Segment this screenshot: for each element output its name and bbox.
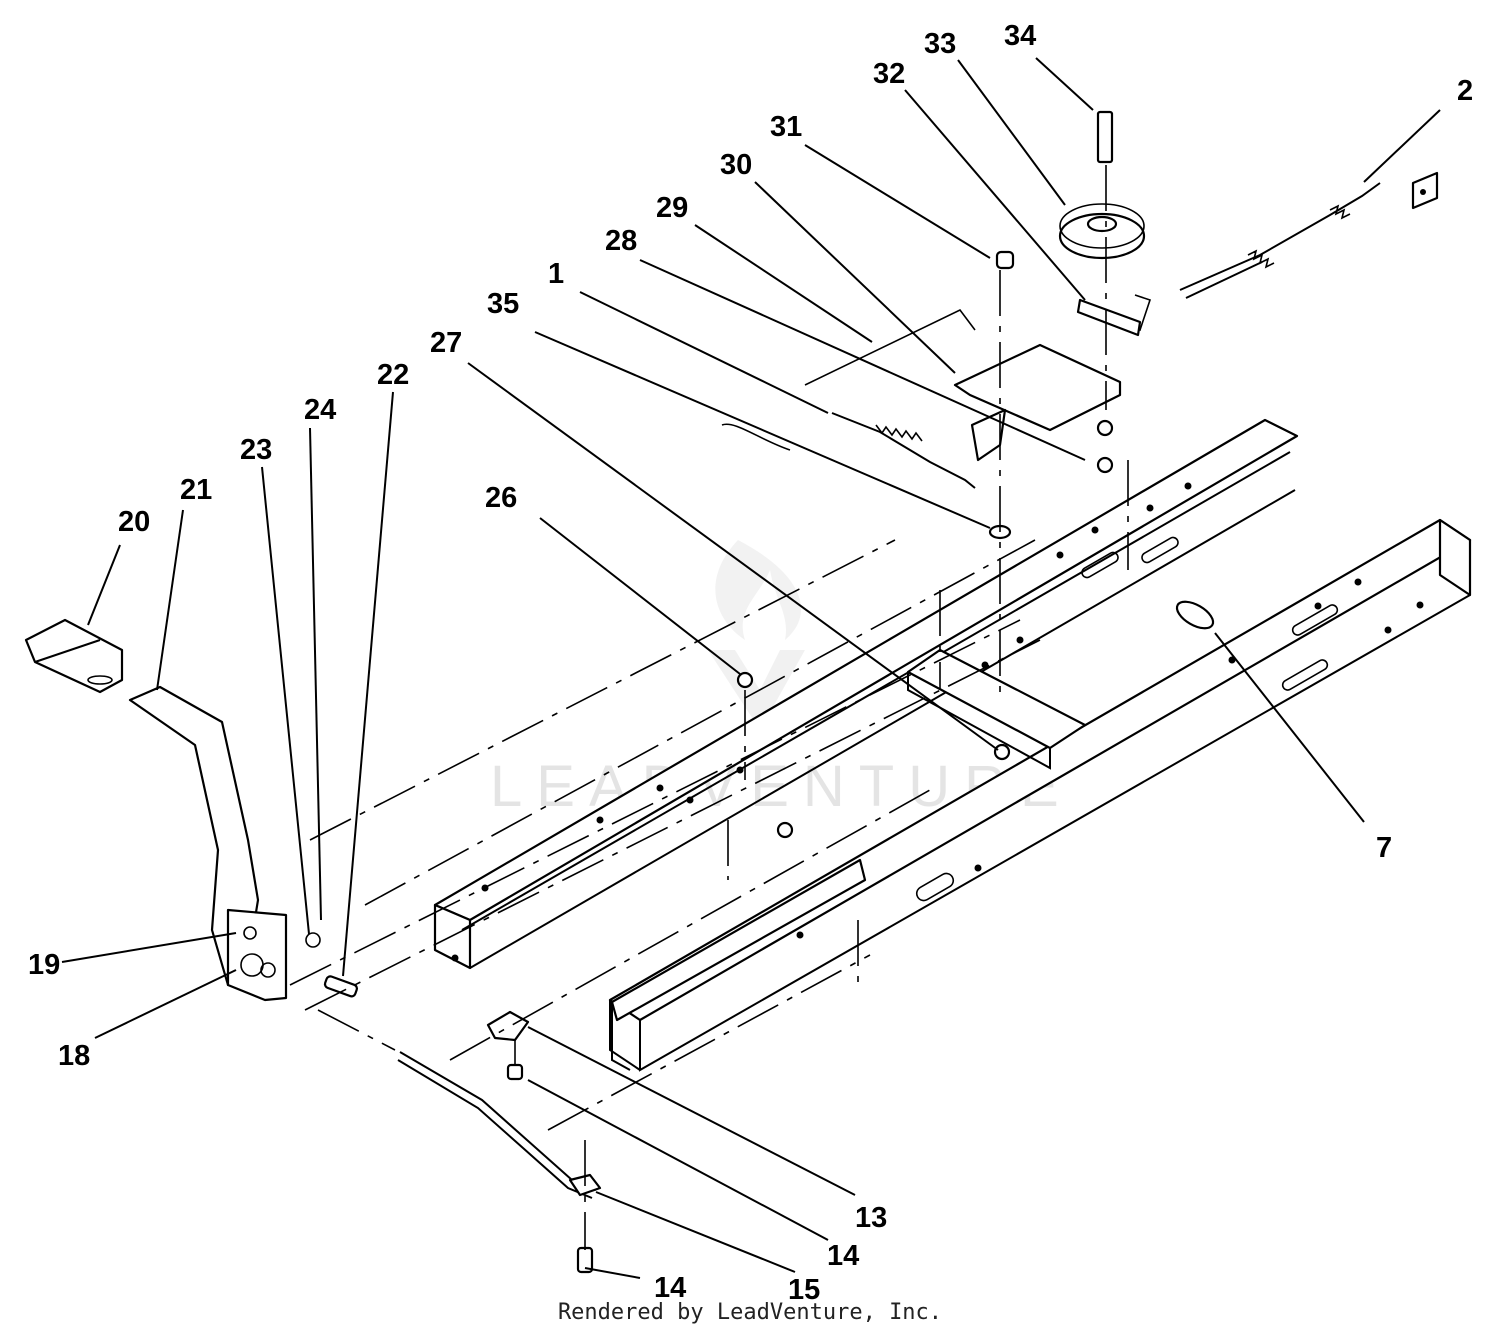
- nuts-28: [776, 419, 1114, 839]
- callout-31: 31: [770, 111, 802, 143]
- callout-2: 2: [1457, 75, 1473, 107]
- brake-spring: [721, 412, 976, 489]
- callout-18: 18: [58, 1040, 90, 1072]
- callout-14-upper: 14: [827, 1240, 859, 1272]
- pedal-hardware: [305, 932, 359, 998]
- render-credit: Rendered by LeadVenture, Inc.: [557, 1300, 943, 1325]
- leader-lines: [61, 57, 1441, 1279]
- nut-27: [993, 743, 1011, 761]
- callout-labels: 34 33 32 2 31 30 29 28 1 35 27 22 24 23 …: [28, 20, 1473, 1306]
- callout-14-lower: 14: [654, 1272, 686, 1304]
- bracket-bolt: [995, 250, 1015, 270]
- pedal-pad: [24, 618, 124, 694]
- callout-15: 15: [788, 1274, 820, 1306]
- idler-arm: [1076, 298, 1142, 337]
- brake-rod: [397, 1051, 602, 1199]
- rod-bracket: [486, 1010, 530, 1081]
- watermark-logo: [708, 540, 805, 730]
- callout-35: 35: [487, 288, 519, 320]
- callout-23: 23: [240, 434, 272, 466]
- alignment-lines: [289, 165, 1129, 1250]
- callout-21: 21: [180, 474, 212, 506]
- brake-pedal-assembly: [24, 618, 288, 1002]
- idler-bracket-assembly: [804, 294, 1152, 462]
- nut-26: [736, 671, 754, 689]
- bushing: [1175, 600, 1215, 630]
- callout-33: 33: [924, 28, 956, 60]
- callout-32: 32: [873, 58, 905, 90]
- callout-13: 13: [855, 1202, 887, 1234]
- callout-27: 27: [430, 327, 462, 359]
- callout-20: 20: [118, 506, 150, 538]
- callout-29: 29: [656, 192, 688, 224]
- callout-19: 19: [28, 949, 60, 981]
- callout-34: 34: [1004, 20, 1036, 52]
- return-spring: [1179, 171, 1439, 299]
- callout-22: 22: [377, 359, 409, 391]
- lower-channel-rail: [610, 858, 867, 1071]
- callout-28: 28: [605, 225, 637, 257]
- pulley-bolt: [1096, 110, 1114, 164]
- callout-7: 7: [1376, 832, 1392, 864]
- callout-24: 24: [304, 394, 336, 426]
- frame-rails: [433, 418, 1472, 1072]
- callout-26: 26: [485, 482, 517, 514]
- idler-pulley: [1058, 203, 1146, 260]
- callout-1: 1: [548, 258, 564, 290]
- callout-30: 30: [720, 149, 752, 181]
